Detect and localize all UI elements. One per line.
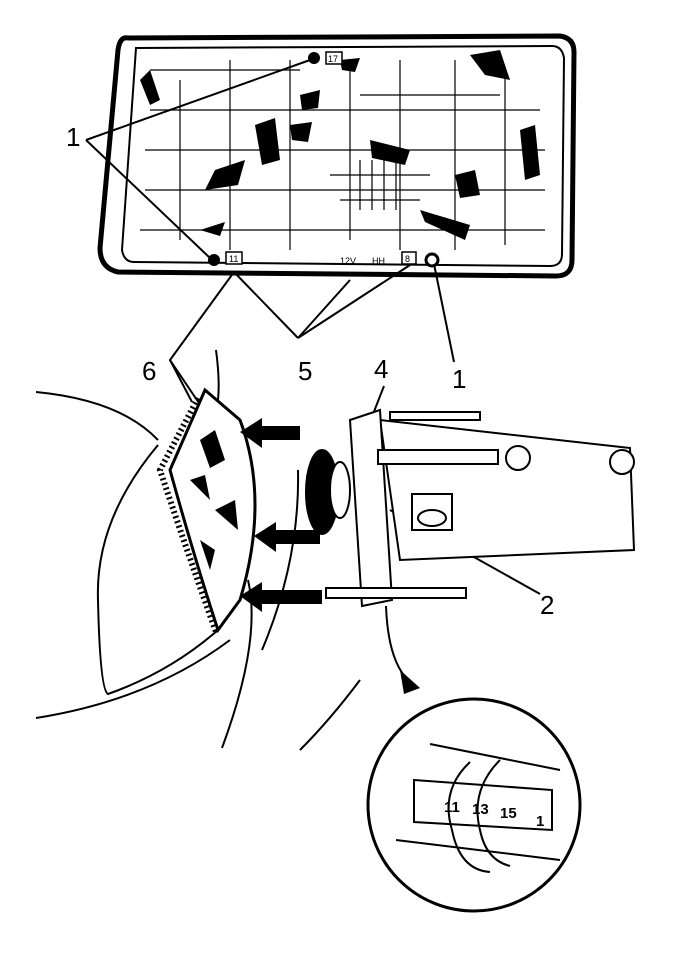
knob-right bbox=[609, 449, 635, 475]
lens-voltage-text: 12V bbox=[340, 256, 356, 266]
arrow-middle bbox=[254, 522, 320, 552]
detail-circle bbox=[366, 697, 582, 913]
lens-mark-top-text: 17 bbox=[328, 54, 338, 64]
detail-pointer-arrow bbox=[385, 605, 409, 681]
lens-mark-box-right bbox=[401, 251, 417, 265]
callout-6: 6 bbox=[142, 356, 156, 386]
installed-headlamp bbox=[168, 387, 257, 634]
callout-1-left: 1 bbox=[66, 122, 80, 152]
scale-number-13: 13 bbox=[472, 801, 489, 818]
lens-mark-box-left bbox=[225, 251, 243, 265]
direction-arrows bbox=[240, 418, 322, 612]
aiming-pad-bottom-right bbox=[424, 252, 440, 268]
scale-clamp-ring bbox=[447, 761, 491, 873]
callout-1-right: 1 bbox=[452, 364, 466, 394]
headlamp-inner-rim bbox=[120, 44, 566, 268]
lens-mark-right-text: 8 bbox=[405, 254, 410, 264]
vehicle-front bbox=[35, 349, 361, 751]
scale-detail: 11 13 15 1 bbox=[366, 697, 582, 913]
callout-2: 2 bbox=[540, 590, 554, 620]
lens-code-text: HH bbox=[372, 256, 385, 266]
headlamp-aimer bbox=[305, 408, 636, 608]
lens-pattern bbox=[140, 60, 545, 250]
callout-4: 4 bbox=[374, 354, 388, 384]
arrow-top bbox=[240, 418, 300, 448]
scale-number-1: 1 bbox=[536, 813, 544, 830]
aiming-pad-top bbox=[308, 52, 320, 64]
lens-reflections bbox=[140, 50, 540, 240]
knob-left bbox=[505, 445, 531, 471]
arrow-bottom bbox=[240, 582, 322, 612]
sealed-beam-headlamp: 17 11 8 12V HH bbox=[97, 33, 577, 279]
callout-5: 5 bbox=[298, 356, 312, 386]
scale-number-11: 11 bbox=[444, 799, 460, 816]
scale-number-15: 15 bbox=[500, 805, 517, 822]
aiming-pad-bottom-left bbox=[208, 254, 220, 266]
lens-mark-box-top bbox=[325, 51, 343, 65]
lens-mark-left-text: 11 bbox=[229, 254, 238, 264]
